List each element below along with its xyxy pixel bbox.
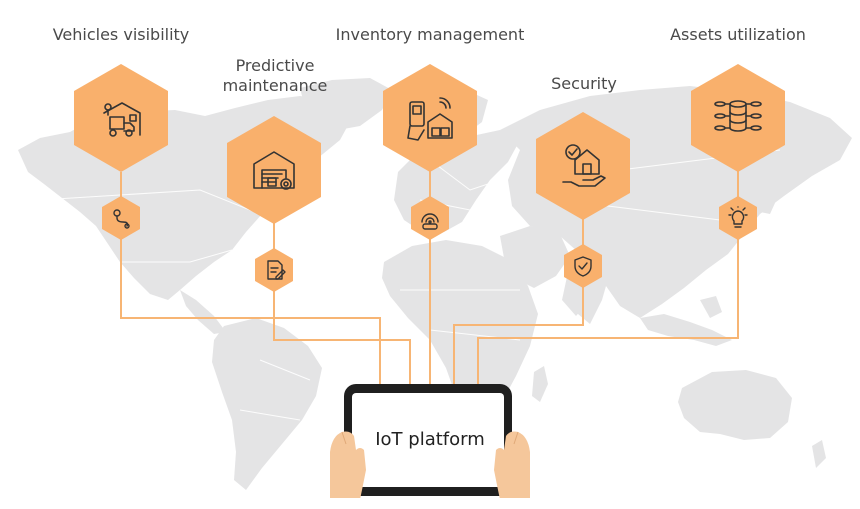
label-assets-utilization: Assets utilization	[670, 25, 806, 44]
hand-house-check-icon	[562, 144, 606, 187]
database-network-icon	[714, 100, 762, 132]
iot-platform-label: IoT platform	[375, 429, 485, 450]
large-hex-vehicles	[74, 64, 168, 172]
rfid-tag-icon	[421, 213, 439, 230]
document-edit-icon	[267, 260, 286, 280]
label-security: Security	[551, 74, 617, 93]
small-hex-vehicles	[102, 196, 140, 240]
label-vehicles-visibility: Vehicles visibility	[52, 25, 190, 44]
truck-warehouse-icon	[103, 102, 141, 137]
small-hex-maintenance	[255, 248, 293, 292]
lightbulb-icon	[728, 206, 748, 228]
shield-check-icon	[574, 256, 592, 277]
tablet-screen	[352, 393, 504, 487]
right-hand	[494, 431, 530, 509]
label-inventory-management: Inventory management	[335, 25, 525, 44]
left-hand	[330, 431, 366, 509]
rfid-scanner-boxes-icon	[407, 97, 453, 141]
tablet-hands-icon	[328, 384, 532, 509]
small-hex-assets	[719, 196, 757, 240]
large-hex-assets	[691, 64, 785, 172]
small-hex-security	[564, 244, 602, 288]
label-predictive-maintenance: Predictive maintenance	[222, 56, 328, 95]
route-pin-icon	[113, 209, 130, 229]
warehouse-gear-icon	[253, 151, 295, 190]
large-hex-inventory	[383, 64, 477, 172]
